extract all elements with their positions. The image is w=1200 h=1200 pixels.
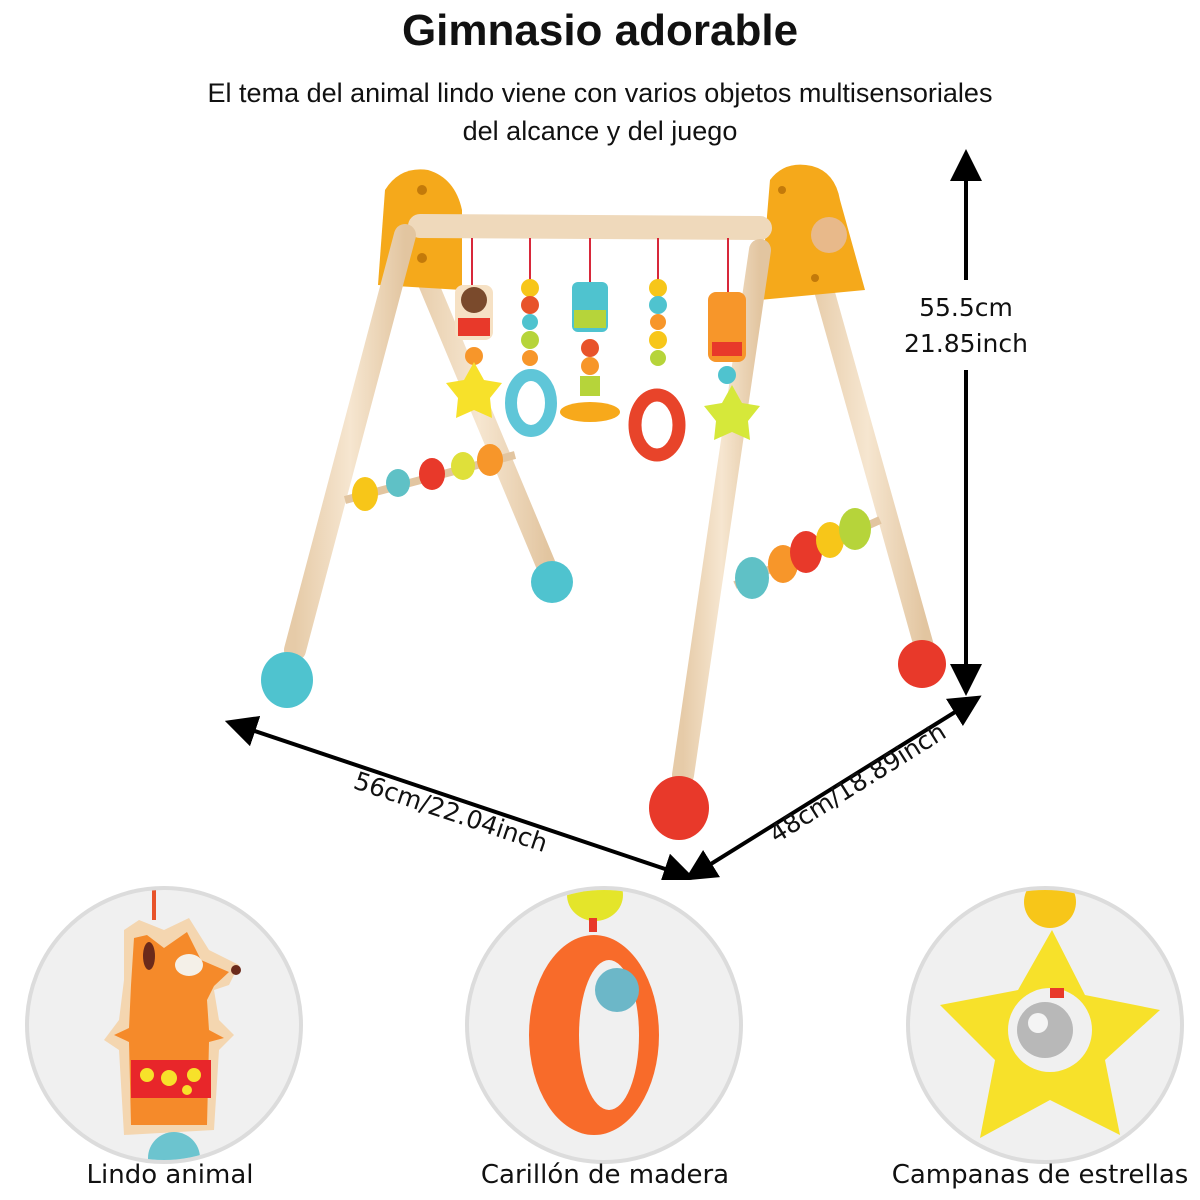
feature-label-star: Campanas de estrellas <box>891 1160 1189 1190</box>
right-bead-rail <box>733 508 882 599</box>
product-illustration: 55.5cm 21.85inch 56cm/22.04inch 48cm/18.… <box>224 149 1028 880</box>
fox-toy-icon <box>104 890 241 1160</box>
subtitle-line-2: del alcance y del juego <box>462 116 738 146</box>
turquoise-foot-ball <box>531 561 573 603</box>
depth-dimension: 48cm/18.89inch <box>684 695 982 880</box>
hanging-fox-toy <box>704 238 760 440</box>
hanging-red-ring <box>628 238 686 462</box>
feature-circle-animal <box>25 886 303 1164</box>
feature-circle-chime <box>465 886 743 1164</box>
depth-label: 48cm/18.89inch <box>764 717 951 849</box>
red-foot-ball <box>898 640 946 688</box>
width-label: 56cm/22.04inch <box>350 766 551 858</box>
wooden-ring-chime-icon <box>529 890 659 1135</box>
feature-label-animal: Lindo animal <box>86 1160 254 1190</box>
wooden-knob <box>811 217 847 253</box>
red-foot-ball <box>649 776 709 840</box>
top-bar <box>408 214 772 240</box>
front-left-leg <box>261 224 416 708</box>
turquoise-foot-ball <box>261 652 313 708</box>
height-dimension: 55.5cm 21.85inch <box>904 149 1028 696</box>
height-inch-label: 21.85inch <box>904 329 1028 358</box>
hanging-bear-toy <box>446 238 502 418</box>
hanging-turquoise-ring <box>505 238 557 437</box>
hanging-owl-toy <box>560 238 620 422</box>
width-dimension: 56cm/22.04inch <box>224 715 696 880</box>
page-subtitle: El tema del animal lindo viene con vario… <box>0 74 1200 150</box>
feature-label-chime: Carillón de madera <box>480 1160 730 1190</box>
star-bell-icon <box>940 890 1160 1138</box>
subtitle-line-1: El tema del animal lindo viene con vario… <box>207 78 993 108</box>
feature-circle-star <box>906 886 1184 1164</box>
height-cm-label: 55.5cm <box>919 293 1013 322</box>
back-right-leg <box>800 230 946 688</box>
left-bead-rail <box>343 444 517 511</box>
page-title: Gimnasio adorable <box>401 6 799 55</box>
